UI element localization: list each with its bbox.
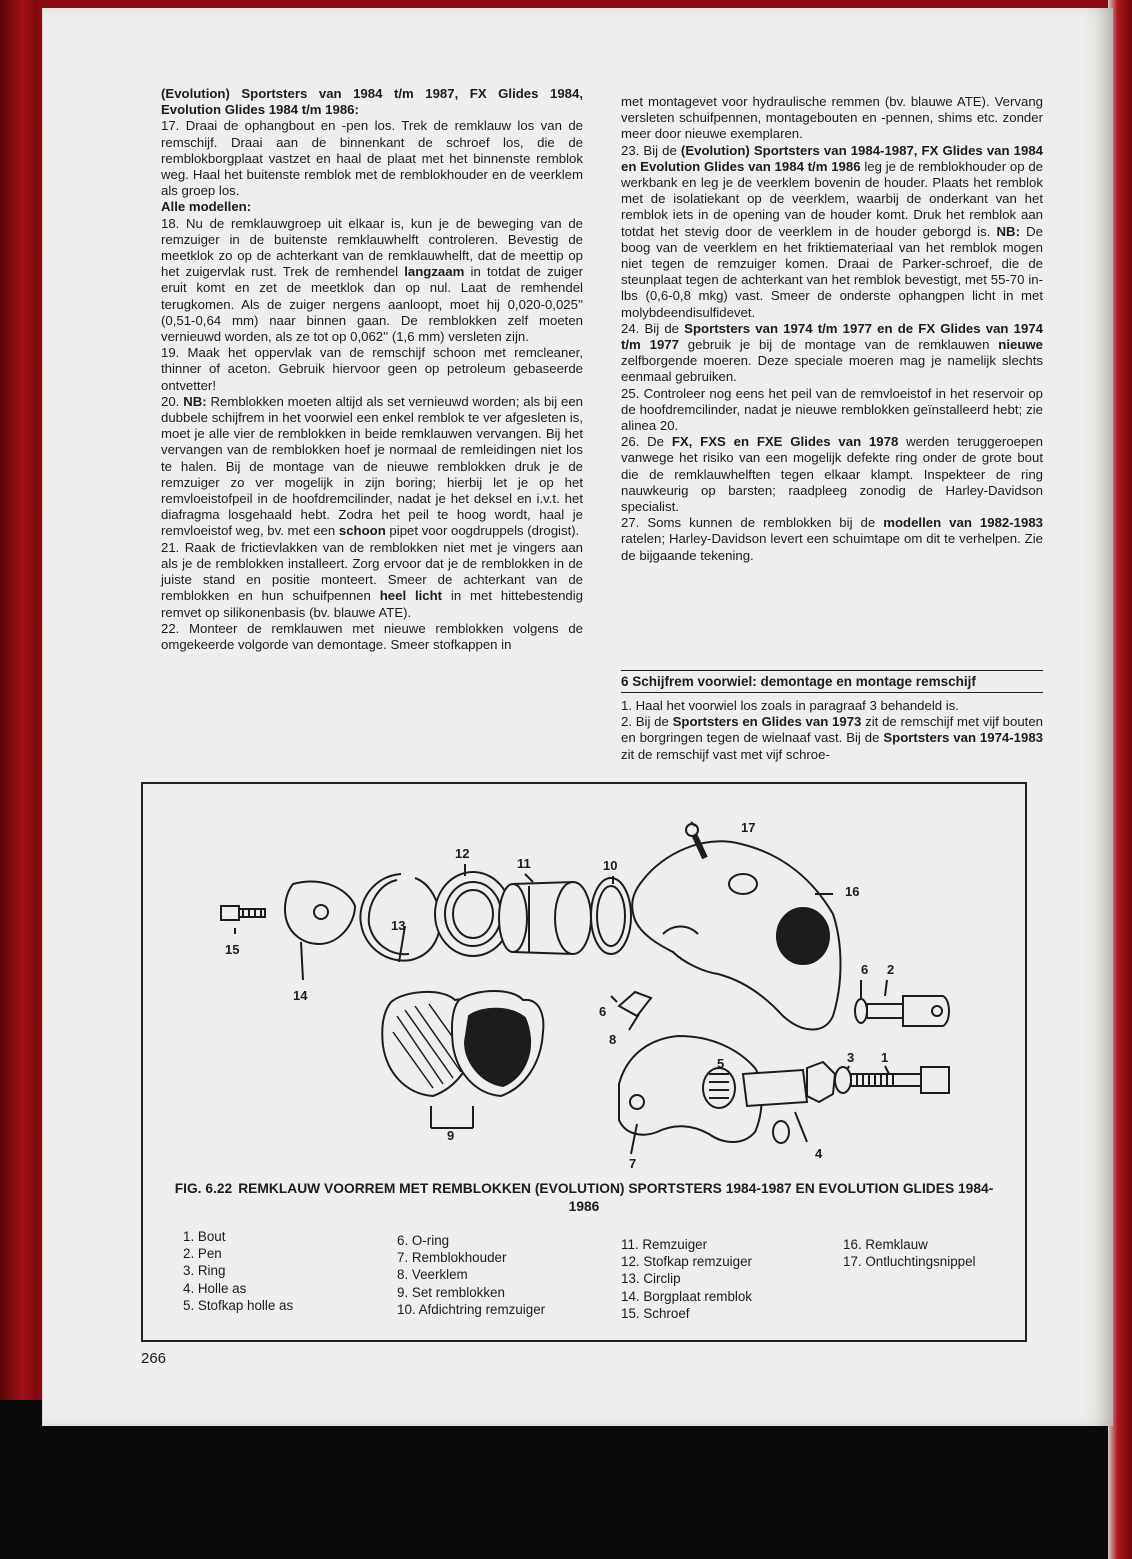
legend-item: 3. Ring (183, 1263, 226, 1279)
heading-all-models: Alle modellen: (161, 199, 252, 215)
screw-drawing (220, 905, 266, 921)
paragraph-17: 17. Draai de ophangbout en -pen los. Tre… (161, 118, 583, 199)
legend-item: 1. Bout (183, 1229, 226, 1244)
label-14: 14 (293, 988, 308, 1003)
label-13: 13 (391, 918, 405, 933)
right-column: met montagevet voor hydraulische remmen … (621, 94, 1043, 564)
legend-item: 6. O-ring (397, 1233, 450, 1248)
paragraph-27: 27. Soms kunnen de remblokken bij de mod… (621, 515, 1043, 563)
spring-clip-drawing (617, 990, 653, 1018)
figure-box: 12 11 10 13 15 14 6 8 17 16 6 2 3 1 5 4 … (141, 782, 1027, 1342)
label-15: 15 (225, 942, 239, 957)
legend-item: 17. Ontluchtingsnippel (843, 1254, 976, 1270)
exploded-caliper-diagram: 12 11 10 13 15 14 6 8 17 16 6 2 3 1 5 4 … (220, 820, 950, 1171)
bolt-drawing (850, 1066, 950, 1094)
legend-column-1: 1. Bout 2. Pen 3. Ring 4. Holle as 5. St… (183, 1228, 293, 1314)
label-1: 1 (881, 1050, 888, 1065)
lock-plate-drawing (284, 880, 357, 946)
label-8: 8 (609, 1032, 616, 1047)
heading-evolution: (Evolution) Sportsters van 1984 t/m 1987… (161, 86, 583, 118)
paragraph-18: 18. Nu de remklauwgroep uit elkaar is, k… (161, 215, 583, 345)
label-4: 4 (815, 1146, 823, 1161)
legend-item: 7. Remblokhouder (397, 1250, 507, 1266)
pad-holder-drawing (618, 1034, 763, 1143)
legend-item: 4. Holle as (183, 1280, 247, 1296)
legend-item: 9. Set remblokken (397, 1284, 505, 1300)
label-12: 12 (455, 846, 469, 861)
label-6-right: 6 (861, 962, 868, 977)
paragraph-24: 24. Bij de Sportsters van 1974 t/m 1977 … (621, 320, 1043, 385)
figure-number: FIG. 6.22 (174, 1181, 233, 1196)
background-bottom (0, 1400, 1132, 1559)
legend-column-2: 6. O-ring 7. Remblokhouder 8. Veerklem 9… (397, 1232, 545, 1318)
paragraph-25: 25. Controleer nog eens het peil van de … (621, 385, 1043, 434)
paragraph-26: 26. De FX, FXS en FXE Glides van 1978 we… (621, 434, 1043, 515)
label-11: 11 (517, 856, 531, 871)
legend-item: 14. Borgplaat remblok (621, 1288, 753, 1304)
o-ring-drawing-upper (854, 998, 868, 1024)
label-2: 2 (887, 962, 894, 977)
label-5: 5 (717, 1056, 724, 1071)
section-step-1: 1. Haal het voorwiel los zoals in paragr… (621, 698, 959, 713)
caliper-body-drawing (631, 840, 842, 1031)
o-ring-drawing-lower (772, 1120, 790, 1144)
legend-item: 16. Remklauw (843, 1237, 928, 1252)
legend-column-3: 11. Remzuiger 12. Stofkap remzuiger 13. … (621, 1236, 752, 1322)
pin-drawing (866, 995, 950, 1027)
piston-drawing (498, 880, 592, 956)
figure-title: REMKLAUW VOORREM MET REMBLOKKEN (EVOLUTI… (238, 1181, 994, 1214)
label-7: 7 (629, 1156, 636, 1171)
legend-item: 11. Remzuiger (621, 1237, 708, 1252)
page-number: 266 (141, 1350, 167, 1367)
legend-column-4: 16. Remklauw 17. Ontluchtingsnippel (843, 1236, 976, 1270)
book-binding-left (0, 0, 38, 1559)
section-heading: 6 Schijfrem voorwiel: demontage en monta… (621, 670, 1043, 693)
figure-caption: FIG. 6.22 REMKLAUW VOORREM MET REMBLOKKEN… (161, 1180, 1007, 1216)
brake-pads-drawing (381, 990, 545, 1098)
label-10: 10 (603, 858, 617, 873)
label-9: 9 (447, 1128, 454, 1143)
label-3: 3 (847, 1050, 854, 1065)
pin-boot-drawing (702, 1067, 736, 1109)
paragraph-20: 20. NB: Remblokken moeten altijd als set… (161, 393, 584, 539)
washer-drawing (834, 1066, 852, 1094)
label-6-upper: 6 (599, 1004, 606, 1019)
legend-item: 8. Veerklem (397, 1267, 468, 1283)
label-16: 16 (845, 884, 859, 899)
legend-item: 2. Pen (183, 1246, 222, 1262)
legend-item: 12. Stofkap remzuiger (621, 1254, 752, 1270)
section-step-2: 2. Bij de Sportsters en Glides van 1973 … (621, 714, 1043, 762)
section-body: 1. Haal het voorwiel los zoals in paragr… (621, 698, 1043, 763)
paragraph-21: 21. Raak de frictievlakken van de remblo… (161, 539, 584, 620)
bleeder-nipple-drawing (685, 823, 708, 860)
seal-drawing (590, 877, 632, 955)
hollow-shaft-drawing (741, 1060, 837, 1108)
paragraph-19: 19. Maak het oppervlak van de remschijf … (161, 345, 583, 393)
paragraph-22: 22. Monteer de remklauwen met nieuwe rem… (161, 620, 583, 652)
label-17: 17 (741, 820, 755, 835)
legend-item: 15. Schroef (621, 1305, 690, 1321)
paragraph-22-continued: met montagevet voor hydraulische remmen … (621, 94, 1043, 142)
legend-item: 10. Afdichtring remzuiger (397, 1301, 546, 1317)
book-page: (Evolution) Sportsters van 1984 t/m 1987… (42, 8, 1113, 1426)
legend-item: 5. Stofkap holle as (183, 1297, 294, 1313)
paragraph-23: 23. Bij de (Evolution) Sportsters van 19… (621, 142, 1043, 320)
legend-item: 13. Circlip (621, 1271, 681, 1287)
left-column: (Evolution) Sportsters van 1984 t/m 1987… (161, 86, 583, 653)
